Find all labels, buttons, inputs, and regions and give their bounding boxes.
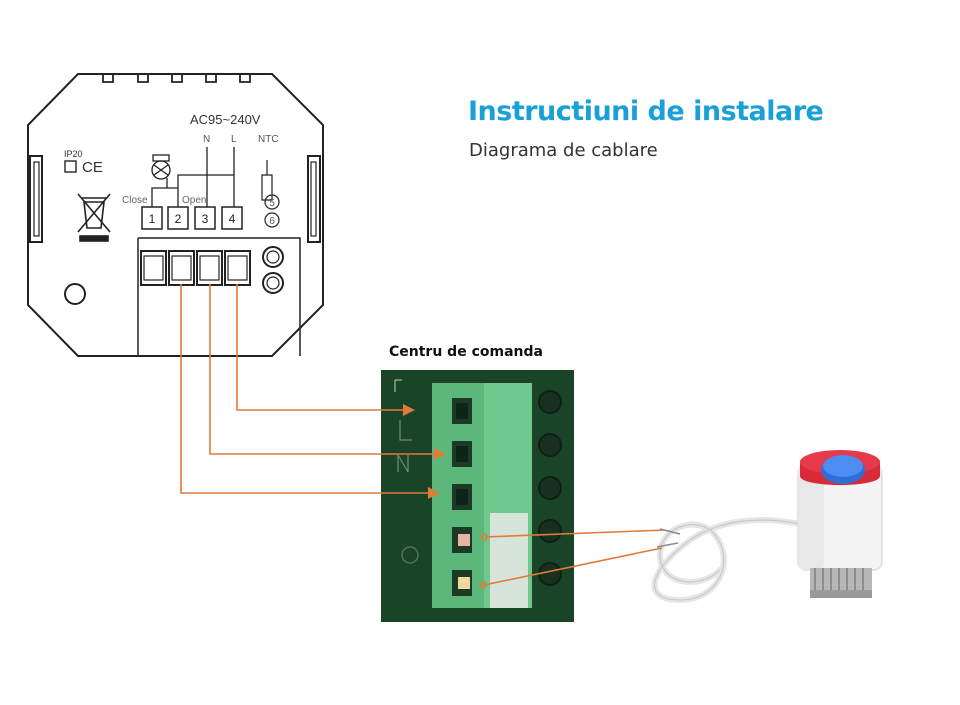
diagram-subtitle: Diagrama de cablare (469, 140, 658, 161)
control-board-label: Centru de comanda (389, 344, 543, 360)
wire-valve (180, 284, 430, 494)
close-label: Close (122, 195, 148, 206)
double-insulation-icon (64, 160, 77, 173)
wires (180, 284, 666, 586)
weee-bin-icon (77, 193, 111, 242)
wire-neutral (209, 284, 436, 455)
terminal-1-label: 1 (149, 212, 156, 226)
ip-rating-label: IP20 (64, 149, 83, 159)
ntc-terminal-numbers (264, 194, 280, 228)
wire-end-markers (479, 533, 488, 589)
ntc-label: NTC (258, 134, 279, 145)
wire-actuator-2 (483, 547, 663, 586)
terminal-2-label: 2 (175, 212, 182, 226)
thermostat-back (27, 73, 324, 357)
open-label: Open (182, 195, 206, 206)
terminal-4-label: 4 (229, 212, 236, 226)
terminal-3-label: 3 (202, 212, 209, 226)
control-board (381, 370, 574, 622)
wire-arrowheads (403, 404, 446, 499)
actuator-wire-tips (656, 528, 681, 548)
live-label: L (231, 134, 237, 145)
ntc-terminal-6: 6 (269, 216, 275, 227)
wire-live (236, 284, 405, 411)
valve-symbol-icon (151, 154, 171, 180)
voltage-label: AC95~240V (190, 112, 261, 127)
ntc-terminal-5: 5 (269, 198, 275, 209)
diagram-title: Instructiuni de instalare (468, 96, 824, 127)
wire-actuator-1 (484, 529, 666, 538)
ce-mark: CE (82, 159, 103, 176)
actuator-icon (651, 450, 883, 604)
neutral-label: N (203, 134, 210, 145)
